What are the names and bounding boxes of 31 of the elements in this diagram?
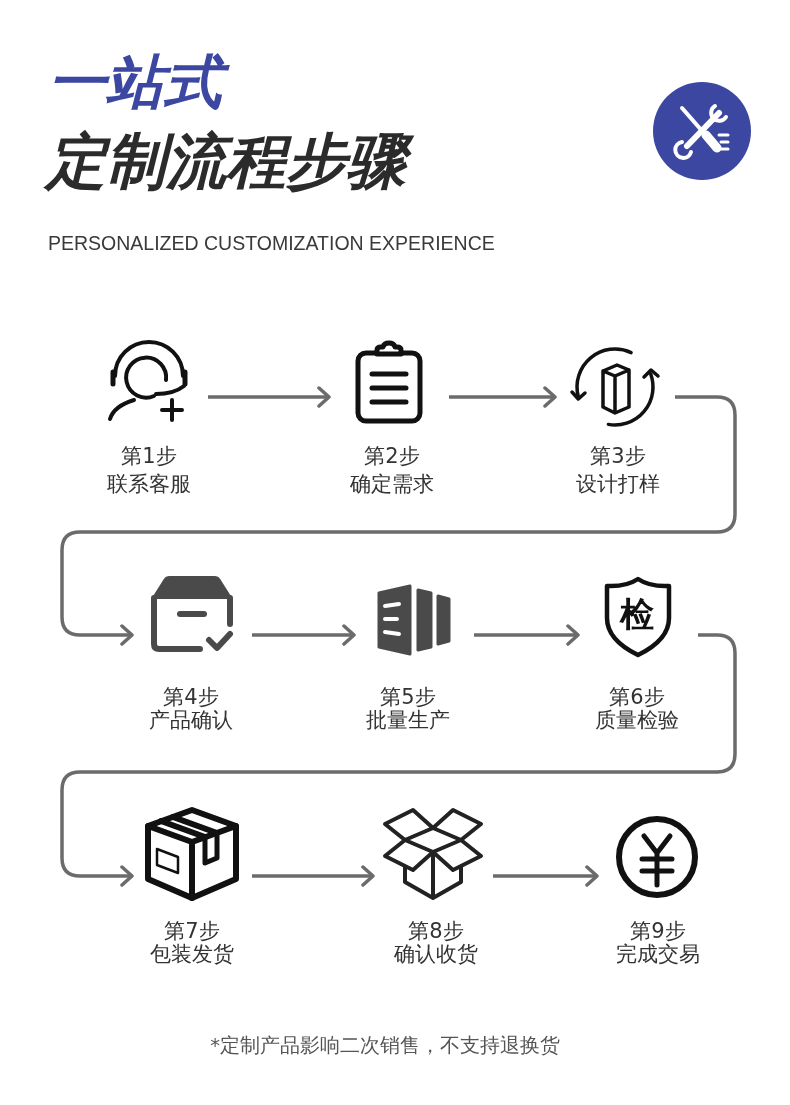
shield-character: 检	[620, 595, 654, 633]
step-name: 确认收货	[394, 942, 478, 966]
step-number: 第2步	[364, 443, 420, 469]
step-number: 第5步	[380, 685, 436, 709]
subheading: PERSONALIZED CUSTOMIZATION EXPERIENCE	[48, 231, 495, 255]
heading: 定制流程步骤	[40, 122, 420, 202]
arrow	[474, 624, 580, 646]
step-number: 第3步	[590, 443, 646, 469]
step-name: 产品确认	[149, 708, 233, 732]
step-number: 第6步	[609, 685, 665, 709]
arrow	[493, 865, 599, 887]
step-name: 联系客服	[107, 471, 191, 497]
step-number: 第1步	[121, 443, 177, 469]
arrow	[60, 395, 737, 646]
arrow	[60, 633, 737, 887]
arrow	[208, 386, 331, 408]
step-number: 第8步	[408, 919, 464, 943]
heading: 一站式	[42, 44, 236, 122]
step-name: 质量检验	[595, 708, 679, 732]
step-number: 第4步	[163, 685, 219, 709]
step-number: 第7步	[164, 919, 220, 943]
arrow	[252, 624, 356, 646]
step-name: 包装发货	[150, 942, 234, 966]
footnote: *定制产品影响二次销售，不支持退换货	[210, 1034, 560, 1058]
step-name: 确定需求	[350, 471, 434, 497]
step-number: 第9步	[630, 919, 686, 943]
step-name: 批量生产	[366, 708, 450, 732]
arrow	[252, 865, 375, 887]
arrow	[449, 386, 557, 408]
step-name: 完成交易	[616, 942, 700, 966]
step-name: 设计打样	[576, 471, 660, 497]
